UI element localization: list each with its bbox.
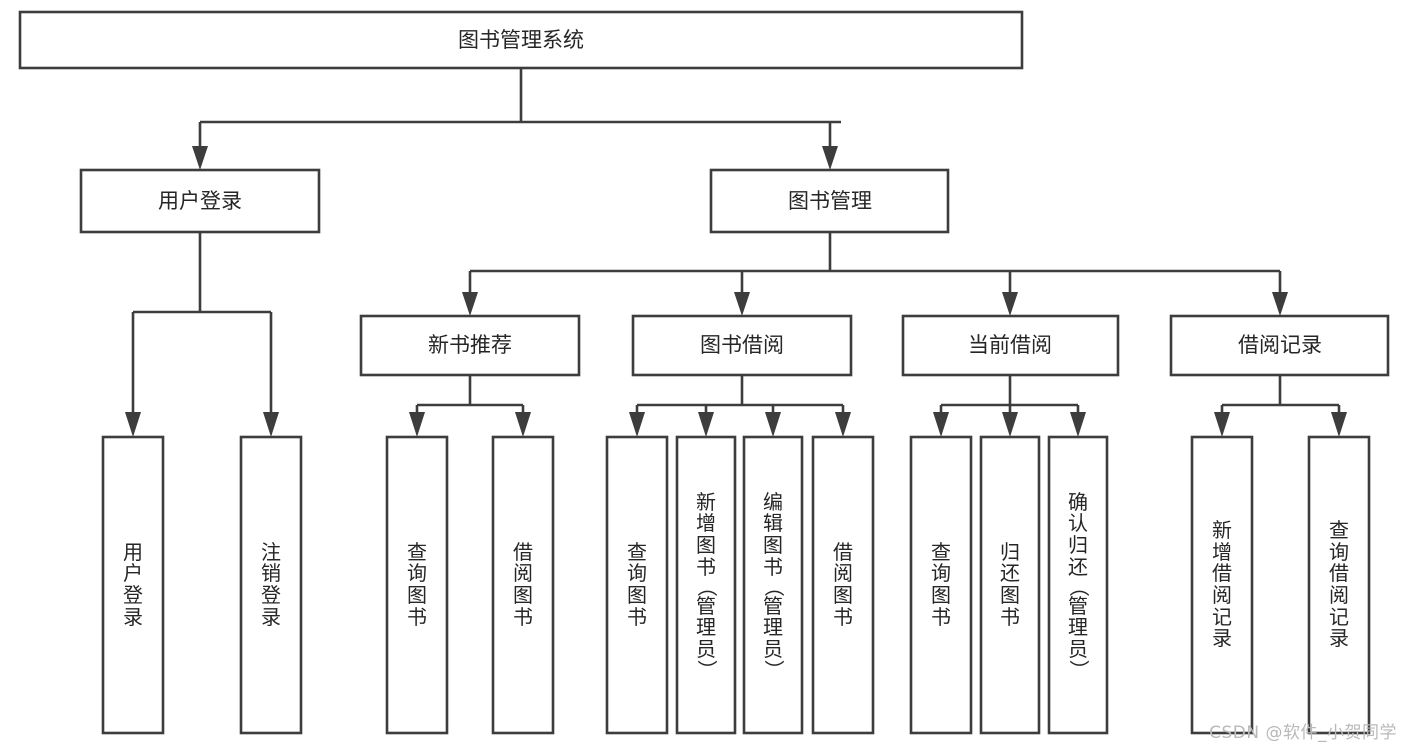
node-leaf-query-borrow-record[interactable] bbox=[1307, 435, 1371, 735]
connector-user-login-to-leaves bbox=[125, 232, 279, 437]
node-current-borrow[interactable]: 当前借阅 bbox=[901, 314, 1120, 377]
node-new-book-recommend[interactable]: 新书推荐 bbox=[359, 314, 581, 377]
node-leaf-logout[interactable] bbox=[239, 435, 303, 735]
node-leaf-add-book-admin[interactable] bbox=[675, 435, 737, 735]
node-leaf-borrow-book-borrow[interactable] bbox=[811, 435, 875, 735]
node-leaf-query-book-newbook[interactable] bbox=[385, 435, 449, 735]
node-leaf-return-book[interactable] bbox=[979, 435, 1041, 735]
node-book-borrow-label: 图书借阅 bbox=[700, 333, 784, 357]
node-leaf-edit-book-admin[interactable] bbox=[742, 435, 804, 735]
node-leaf-borrow-book-newbook[interactable] bbox=[491, 435, 555, 735]
connector-book-mgmt-to-level3 bbox=[462, 232, 1288, 316]
connector-book-borrow-to-leaves bbox=[629, 375, 851, 437]
connector-borrow-record-to-leaves bbox=[1214, 375, 1347, 437]
node-root-label: 图书管理系统 bbox=[458, 28, 584, 52]
node-current-borrow-label: 当前借阅 bbox=[968, 333, 1052, 357]
connector-root-to-level2 bbox=[192, 68, 841, 170]
node-borrow-record-label: 借阅记录 bbox=[1238, 333, 1322, 357]
node-new-book-recommend-label: 新书推荐 bbox=[428, 333, 512, 357]
node-leaf-add-borrow-record[interactable] bbox=[1190, 435, 1254, 735]
node-book-borrow[interactable]: 图书借阅 bbox=[631, 314, 853, 377]
node-book-management[interactable]: 图书管理 bbox=[709, 168, 950, 234]
node-leaf-user-login[interactable] bbox=[101, 435, 165, 735]
node-root[interactable]: 图书管理系统 bbox=[18, 10, 1024, 70]
node-leaf-confirm-return-admin[interactable] bbox=[1047, 435, 1109, 735]
connector-new-book-to-leaves bbox=[409, 375, 531, 437]
node-leaf-query-book-current[interactable] bbox=[909, 435, 973, 735]
node-user-login[interactable]: 用户登录 bbox=[79, 168, 321, 234]
node-borrow-record[interactable]: 借阅记录 bbox=[1169, 314, 1390, 377]
node-leaf-query-book-borrow[interactable] bbox=[605, 435, 669, 735]
node-user-login-label: 用户登录 bbox=[158, 189, 242, 213]
node-book-management-label: 图书管理 bbox=[788, 189, 872, 213]
connector-current-borrow-to-leaves bbox=[933, 375, 1086, 437]
